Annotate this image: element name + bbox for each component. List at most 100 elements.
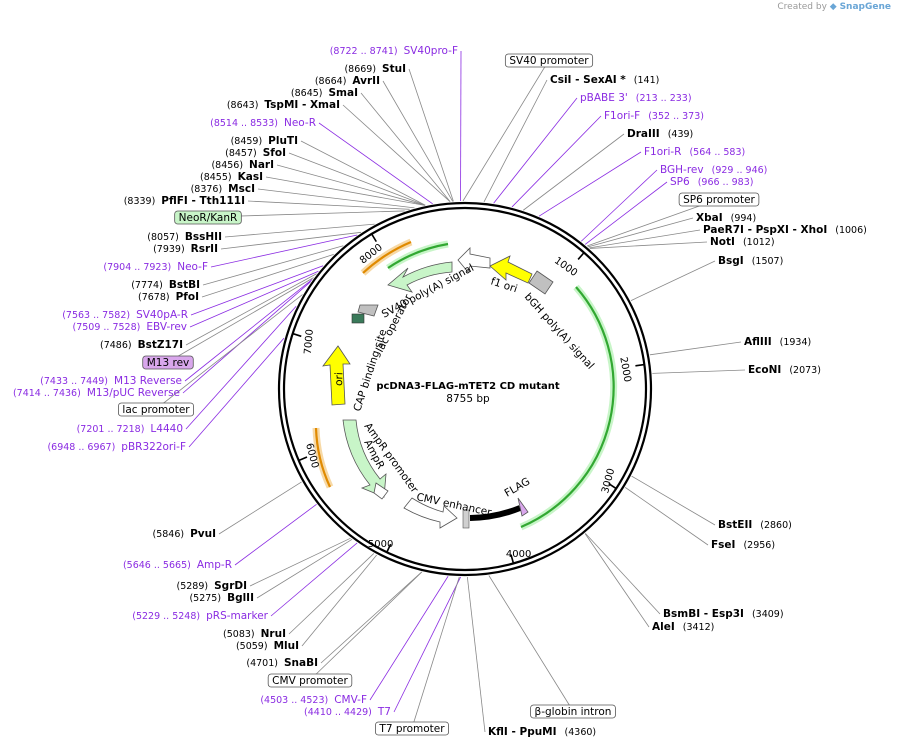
leader-lines xyxy=(155,50,746,733)
enzyme-label[interactable]: AflIII(1934) xyxy=(744,336,811,348)
enzyme-label[interactable]: SgrDI(5289) xyxy=(177,580,247,592)
enzyme-leader xyxy=(185,273,317,346)
primer-label[interactable]: pRS-marker(5229 .. 5248) xyxy=(132,610,268,622)
enzyme-label[interactable]: CsiI - SexAI *(141) xyxy=(550,74,659,86)
enzyme-leader xyxy=(589,229,701,249)
beta-globin-intron-label[interactable]: β-globin intron xyxy=(530,704,616,719)
backbone-inner xyxy=(282,206,648,572)
primer-label[interactable]: pBABE 3'(213 .. 233) xyxy=(580,92,692,104)
enzyme-label[interactable]: AleI(3412) xyxy=(652,621,714,633)
tick-label-5000: 5000 xyxy=(368,539,393,550)
enzyme-label[interactable]: NotI(1012) xyxy=(710,236,775,248)
enzyme-label[interactable]: BstBI(7774) xyxy=(131,279,200,291)
enzyme-label[interactable]: EcoNI(2073) xyxy=(748,364,821,376)
enzyme-label[interactable]: PaeR7I - PspXI - XhoI(1006) xyxy=(703,224,867,236)
enzyme-label[interactable]: PfoI(7678) xyxy=(138,291,199,303)
primer-name: T7 xyxy=(377,706,391,718)
enzyme-position: (141) xyxy=(634,75,660,86)
enzyme-label[interactable]: BstZ17I(7486) xyxy=(100,339,183,351)
primer-label[interactable]: M13/pUC Reverse(7414 .. 7436) xyxy=(13,387,180,399)
primer-leader xyxy=(393,576,461,713)
enzyme-label[interactable]: BglII(5275) xyxy=(189,592,254,604)
enzyme-label[interactable]: NarI(8456) xyxy=(211,159,274,171)
lac-promoter-label[interactable]: lac promoter xyxy=(118,402,194,417)
enzyme-label[interactable]: AvrII(8664) xyxy=(315,75,380,87)
enzyme-position: (4701) xyxy=(246,658,278,669)
enzyme-label[interactable]: NruI(5083) xyxy=(223,628,286,640)
primer-label[interactable]: L4440(7201 .. 7218) xyxy=(77,423,183,435)
primer-label[interactable]: F1ori-R(564 .. 583) xyxy=(644,146,745,158)
enzyme-name: BstZ17I xyxy=(138,339,183,351)
enzyme-name: AflIII xyxy=(744,336,772,348)
enzyme-label[interactable]: BssHII(8057) xyxy=(147,231,222,243)
enzyme-label[interactable]: SmaI(8645) xyxy=(291,87,358,99)
primer-label[interactable]: SP6(966 .. 983) xyxy=(670,176,753,188)
primer-name: L4440 xyxy=(150,423,183,435)
enzyme-leader xyxy=(466,576,486,733)
enzyme-label[interactable]: KflI - PpuMI(4360) xyxy=(488,726,596,738)
enzyme-leader xyxy=(631,475,716,526)
primer-label[interactable]: SV40pro-F(8722 .. 8741) xyxy=(330,45,458,57)
m13-rev-label-box xyxy=(142,355,194,370)
neor-kanr-label[interactable]: NeoR/KanR xyxy=(174,210,242,225)
enzyme-label[interactable]: RsrII(7939) xyxy=(153,243,218,255)
primer-label[interactable]: F1ori-F(352 .. 373) xyxy=(604,110,704,122)
enzyme-position: (8339) xyxy=(124,196,156,207)
primer-position: (4503 .. 4523) xyxy=(260,695,328,706)
enzyme-label[interactable]: XbaI(994) xyxy=(696,212,756,224)
primer-label[interactable]: Neo-R(8514 .. 8533) xyxy=(210,117,316,129)
tick-label-4000: 4000 xyxy=(506,549,531,560)
enzyme-name: FseI xyxy=(711,539,735,551)
enzyme-label[interactable]: StuI(8669) xyxy=(344,63,406,75)
primer-leader xyxy=(190,265,324,316)
t7-promoter-label[interactable]: T7 promoter xyxy=(375,721,449,736)
sv40-promoter-label[interactable]: SV40 promoter xyxy=(504,53,594,68)
enzyme-leader xyxy=(247,200,410,210)
primer-label[interactable]: CMV-F(4503 .. 4523) xyxy=(260,694,367,706)
primer-name: SV40pro-F xyxy=(404,45,458,57)
enzyme-leader xyxy=(408,68,454,202)
enzyme-label[interactable]: SfoI(8457) xyxy=(225,147,286,159)
m13-rev-label-text: M13 rev xyxy=(147,357,190,369)
sp6-promoter-label[interactable]: SP6 promoter xyxy=(678,192,760,207)
orange-arc-left-core xyxy=(314,427,331,488)
enzyme-name: NotI xyxy=(710,236,735,248)
enzyme-label[interactable]: PflFI - Tth111I(8339) xyxy=(124,195,245,207)
enzyme-label[interactable]: MscI(8376) xyxy=(191,183,255,195)
enzyme-position: (8057) xyxy=(147,232,179,243)
enzyme-label[interactable]: BsgI(1507) xyxy=(718,255,783,267)
enzyme-label[interactable]: PluTI(8459) xyxy=(231,135,298,147)
enzyme-label[interactable]: PvuI(5846) xyxy=(152,528,216,540)
enzyme-label[interactable]: BsmBI - Esp3I(3409) xyxy=(663,608,784,620)
enzyme-leader xyxy=(288,152,426,206)
primer-label[interactable]: SV40pA-R(7563 .. 7582) xyxy=(62,309,188,321)
enzyme-label[interactable]: FseI(2956) xyxy=(711,539,775,551)
primer-position: (7563 .. 7582) xyxy=(62,310,130,321)
primer-label[interactable]: Amp-R(5646 .. 5665) xyxy=(123,559,232,571)
enzyme-label[interactable]: KasI(8455) xyxy=(200,171,263,183)
yellow-arrow-top xyxy=(489,255,533,284)
enzyme-label[interactable]: TspMI - XmaI(8643) xyxy=(227,99,340,111)
snapgene-logo-icon: ◆ xyxy=(829,2,837,12)
primer-label[interactable]: pBR322ori-F(6948 .. 6967) xyxy=(47,441,186,453)
primer-label[interactable]: Neo-F(7904 .. 7923) xyxy=(103,261,208,273)
enzyme-label[interactable]: BstEII(2860) xyxy=(718,519,792,531)
primer-position: (929 .. 946) xyxy=(712,165,768,176)
enzyme-label[interactable]: SnaBI(4701) xyxy=(246,657,318,669)
enzyme-label[interactable]: DraIII(439) xyxy=(627,128,693,140)
primer-name: SP6 xyxy=(670,176,690,188)
m13-rev-label[interactable]: M13 rev xyxy=(142,355,194,370)
primer-label[interactable]: T7(4410 .. 4429) xyxy=(304,706,391,718)
primer-name: M13 Reverse xyxy=(114,375,182,387)
enzyme-leader xyxy=(224,223,375,238)
beta-globin-intron-label-text: β-globin intron xyxy=(535,706,612,718)
sv40-polya-arrow xyxy=(387,261,453,293)
cmv-promoter-label-box xyxy=(267,673,353,688)
primer-position: (213 .. 233) xyxy=(636,93,692,104)
enzyme-label[interactable]: MluI(5059) xyxy=(236,640,299,652)
primer-label[interactable]: EBV-rev(7509 .. 7528) xyxy=(73,321,188,333)
primer-label[interactable]: BGH-rev(929 .. 946) xyxy=(660,164,767,176)
primer-label[interactable]: M13 Reverse(7433 .. 7449) xyxy=(40,375,182,387)
cmv-promoter-label[interactable]: CMV promoter xyxy=(267,673,353,688)
neor-left-arc-core xyxy=(387,242,449,269)
